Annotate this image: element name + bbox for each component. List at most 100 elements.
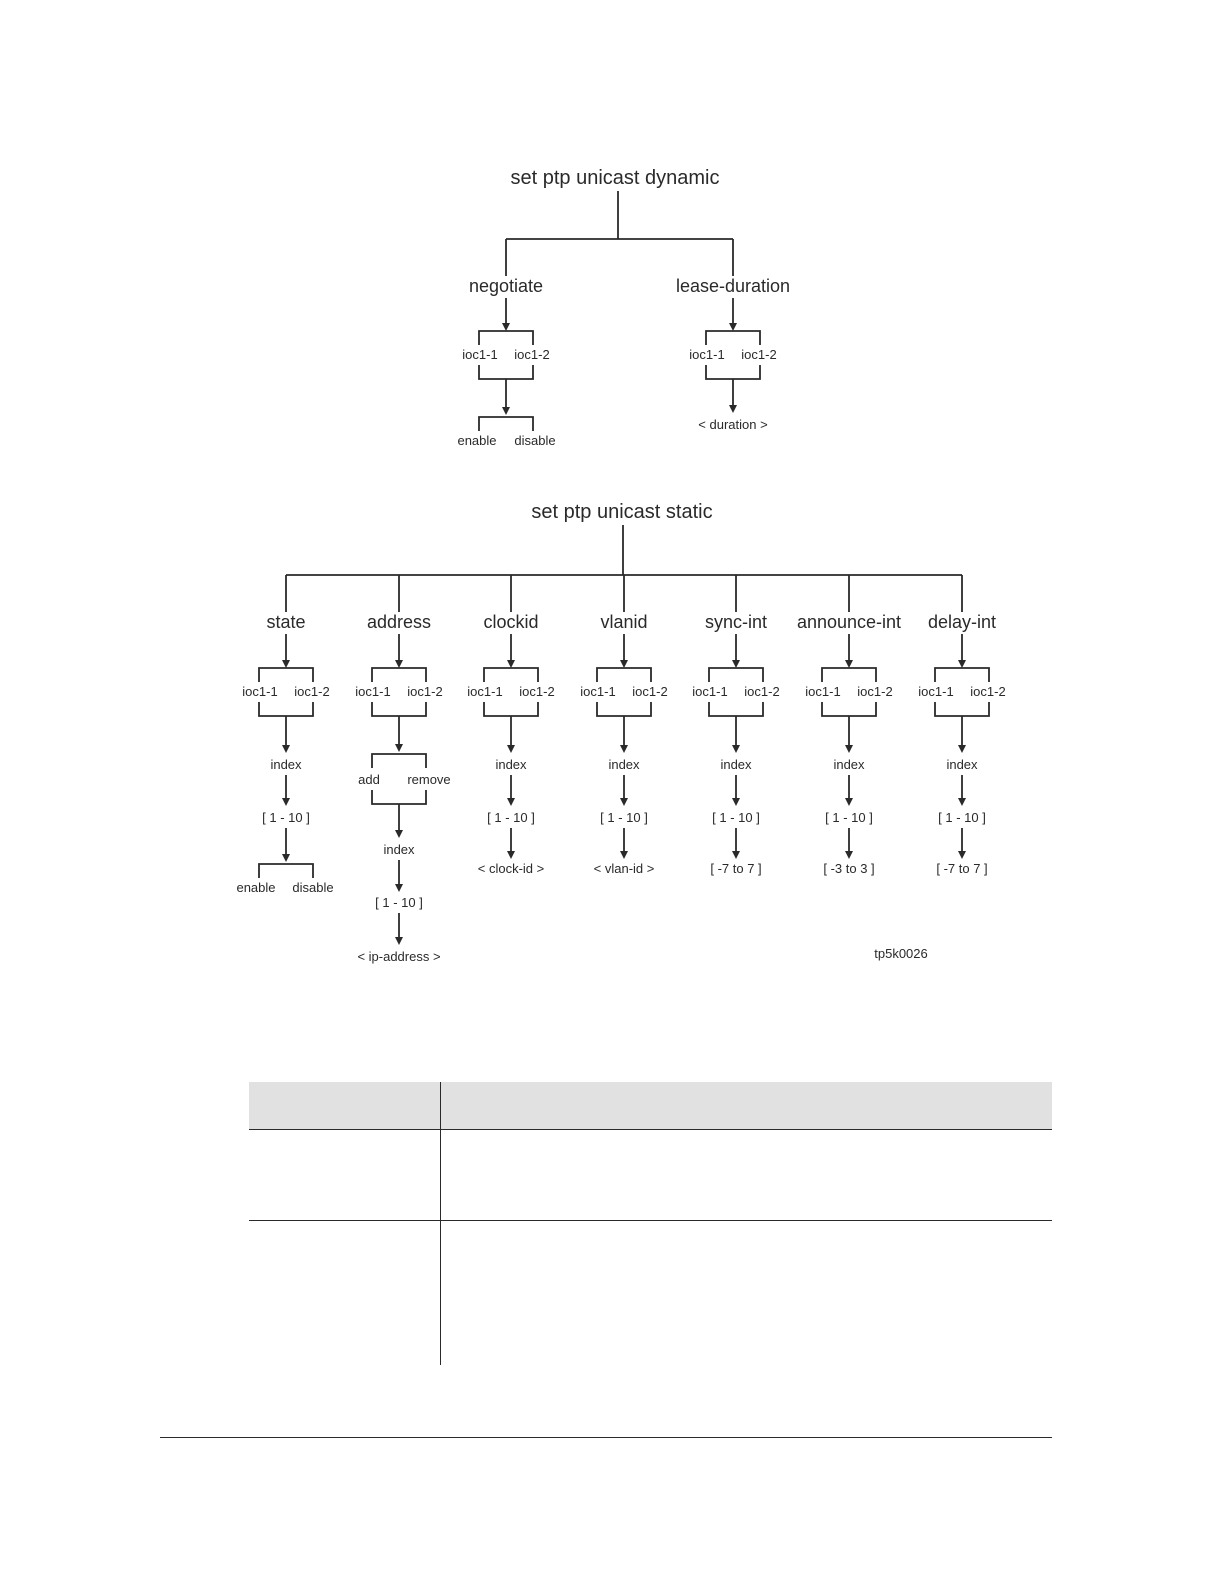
range-label: [ 1 - 10 ]: [600, 810, 648, 825]
table-cell: [440, 1221, 1052, 1365]
table-row: [249, 1221, 1052, 1365]
ioc-bracket-top: [934, 667, 990, 682]
ioc-option-label: ioc1-2: [407, 684, 442, 699]
ioc-option-label: ioc1-1: [355, 684, 390, 699]
table-row: [249, 1130, 1052, 1221]
value-label: < vlan-id >: [594, 861, 655, 876]
arrowhead: [507, 798, 515, 806]
ioc-option-label: ioc1-2: [519, 684, 554, 699]
arrowhead: [620, 745, 628, 753]
arrowhead: [282, 660, 290, 668]
branch-label: negotiate: [469, 276, 543, 296]
ioc-bracket-bottom: [821, 702, 877, 717]
value-label: [ -3 to 3 ]: [823, 861, 874, 876]
branch-label: delay-int: [928, 612, 996, 632]
branch-label: address: [367, 612, 431, 632]
branch-label: state: [266, 612, 305, 632]
arrowhead: [845, 851, 853, 859]
ioc-bracket-bottom: [371, 702, 427, 717]
choice-bracket: [478, 416, 534, 431]
parameter-table: [249, 1082, 1052, 1365]
choice-label: enable: [236, 880, 275, 895]
ioc-option-label: ioc1-2: [857, 684, 892, 699]
arrowhead: [507, 660, 515, 668]
arrowhead: [958, 798, 966, 806]
table-cell: [249, 1221, 440, 1365]
ioc-bracket-top: [483, 667, 539, 682]
dynamic-tree-title: set ptp unicast dynamic: [511, 167, 720, 189]
arrowhead: [282, 798, 290, 806]
arrowhead: [845, 798, 853, 806]
value-label: < duration >: [698, 417, 767, 432]
table-header: [249, 1082, 1052, 1130]
arrowhead: [282, 745, 290, 753]
ioc-bracket-top: [258, 667, 314, 682]
ioc-bracket-bottom: [705, 365, 761, 380]
arrowhead: [395, 660, 403, 668]
ioc-option-label: ioc1-1: [462, 347, 497, 362]
ioc-bracket-top: [596, 667, 652, 682]
index-label: index: [833, 757, 865, 772]
ioc-option-label: ioc1-1: [242, 684, 277, 699]
ioc-option-label: ioc1-1: [805, 684, 840, 699]
range-label: [ 1 - 10 ]: [825, 810, 873, 825]
arrowhead: [958, 660, 966, 668]
ioc-option-label: ioc1-2: [970, 684, 1005, 699]
ioc-option-label: ioc1-1: [580, 684, 615, 699]
ioc-bracket-bottom: [478, 365, 534, 380]
arrowhead: [732, 851, 740, 859]
footer-rule: [160, 1437, 1052, 1438]
ioc-bracket-bottom: [483, 702, 539, 717]
range-label: [ 1 - 10 ]: [938, 810, 986, 825]
arrowhead: [958, 745, 966, 753]
action-bracket-top: [371, 753, 427, 768]
index-label: index: [270, 757, 302, 772]
range-label: [ 1 - 10 ]: [712, 810, 760, 825]
index-label: index: [383, 842, 415, 857]
index-label: index: [946, 757, 978, 772]
ioc-option-label: ioc1-2: [514, 347, 549, 362]
value-label: [ -7 to 7 ]: [710, 861, 761, 876]
ioc-bracket-bottom: [708, 702, 764, 717]
arrowhead: [395, 830, 403, 838]
branch-label: announce-int: [797, 612, 901, 632]
arrowhead: [395, 744, 403, 752]
ioc-option-label: ioc1-2: [632, 684, 667, 699]
ioc-option-label: ioc1-1: [689, 347, 724, 362]
arrowhead: [620, 798, 628, 806]
value-label: < clock-id >: [478, 861, 544, 876]
action-label: remove: [407, 772, 450, 787]
diagram-labels: set ptp unicast dynamic negotiate ioc1-1 io…: [236, 167, 1005, 964]
ioc-bracket-top: [705, 330, 761, 345]
arrowhead: [729, 323, 737, 331]
arrowhead: [502, 323, 510, 331]
arrowhead: [732, 745, 740, 753]
ioc-option-label: ioc1-1: [918, 684, 953, 699]
choice-label: enable: [457, 433, 496, 448]
ioc-option-label: ioc1-2: [741, 347, 776, 362]
table-header-cell: [249, 1082, 440, 1129]
command-tree-diagram: set ptp unicast dynamic negotiate ioc1-1 io…: [236, 167, 1005, 964]
ioc-option-label: ioc1-1: [467, 684, 502, 699]
table-cell: [440, 1130, 1052, 1220]
value-label: [ -7 to 7 ]: [936, 861, 987, 876]
action-label: add: [358, 772, 380, 787]
range-label: [ 1 - 10 ]: [375, 895, 423, 910]
table-cell: [249, 1130, 440, 1220]
arrowhead: [395, 884, 403, 892]
ioc-option-label: ioc1-2: [294, 684, 329, 699]
value-label: < ip-address >: [357, 949, 440, 964]
branch-label: lease-duration: [676, 276, 790, 296]
index-label: index: [720, 757, 752, 772]
ioc-option-label: ioc1-2: [744, 684, 779, 699]
choice-label: disable: [514, 433, 555, 448]
diagram-lines: [258, 191, 990, 945]
arrowhead: [732, 660, 740, 668]
ioc-bracket-bottom: [934, 702, 990, 717]
arrowhead: [732, 798, 740, 806]
arrowhead: [845, 660, 853, 668]
arrowhead: [507, 745, 515, 753]
arrowhead: [958, 851, 966, 859]
branch-label: sync-int: [705, 612, 767, 632]
